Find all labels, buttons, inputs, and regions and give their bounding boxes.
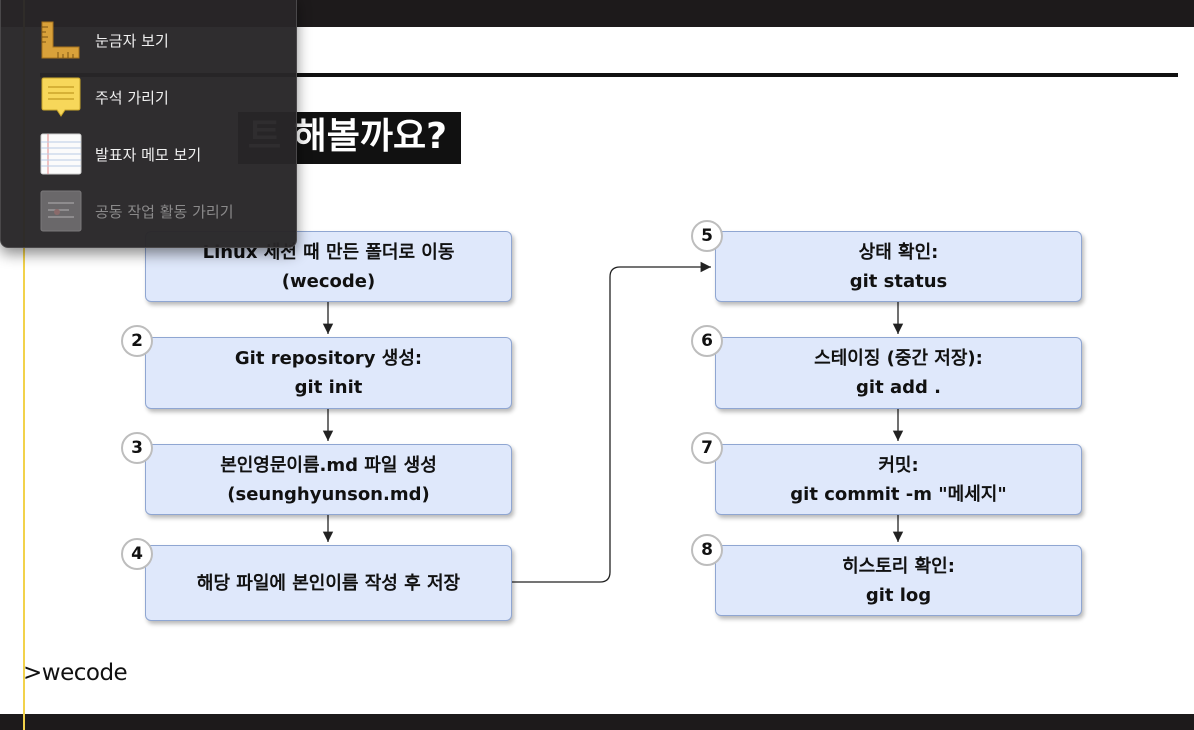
step-box-3: 본인영문이름.md 파일 생성 (seunghyunson.md): [145, 444, 512, 515]
menu-item-show-presenter-notes[interactable]: 발표자 메모 보기: [1, 128, 296, 180]
menu-item-label: 눈금자 보기: [95, 31, 169, 50]
ruler-icon: [41, 21, 80, 59]
step-box-1: Linux 세션 때 만든 폴더로 이동 (wecode): [145, 231, 512, 302]
step-badge-6: 6: [691, 325, 723, 357]
step-box-4: 해당 파일에 본인이름 작성 후 저장: [145, 545, 512, 621]
step-badge-2: 2: [121, 325, 153, 357]
step-5-line2: git status: [849, 270, 948, 292]
view-menu: 눈금자 보기 주석 가리기 발표자 메모 보기: [0, 0, 297, 248]
menu-item-label: 공동 작업 활동 가리기: [95, 202, 234, 221]
window-bottom-bar: [0, 714, 1194, 730]
slide-header-rule: [40, 73, 1178, 77]
slide-edge-marker: [23, 0, 25, 730]
step-4-line1: 해당 파일에 본인이름 작성 후 저장: [196, 572, 461, 594]
step-box-7: 커밋: git commit -m "메세지": [715, 444, 1082, 515]
notepad-icon: [40, 133, 82, 175]
step-badge-5: 5: [691, 220, 723, 252]
step-7-line2: git commit -m "메세지": [790, 483, 1007, 505]
collaboration-activity-icon: [40, 190, 82, 232]
step-6-line2: git add .: [856, 377, 941, 398]
step-8-line1: 히스토리 확인:: [842, 555, 955, 577]
menu-item-hide-collaboration-activity[interactable]: 공동 작업 활동 가리기: [1, 185, 296, 237]
step-badge-3: 3: [121, 432, 153, 464]
step-5-line1: 상태 확인:: [858, 241, 939, 263]
sticky-note-icon: [41, 77, 81, 117]
step-7-line1: 커밋:: [878, 454, 919, 476]
menu-item-label: 주석 가리기: [95, 88, 169, 107]
step-3-line1: 본인영문이름.md 파일 생성: [220, 454, 437, 476]
step-box-2: Git repository 생성: git init: [145, 337, 512, 409]
step-3-line2: (seunghyunson.md): [227, 483, 430, 505]
step-box-6: 스테이징 (중간 저장): git add .: [715, 337, 1082, 409]
step-6-line1: 스테이징 (중간 저장):: [814, 348, 983, 369]
step-box-8: 히스토리 확인: git log: [715, 545, 1082, 616]
step-badge-4: 4: [121, 538, 153, 570]
step-2-line2: git init: [294, 377, 363, 398]
step-badge-7: 7: [691, 432, 723, 464]
step-box-5: 상태 확인: git status: [715, 231, 1082, 302]
step-badge-8: 8: [691, 534, 723, 566]
step-1-line2: (wecode): [281, 270, 376, 292]
step-8-line2: git log: [865, 584, 932, 606]
step-2-line1: Git repository 생성:: [234, 348, 423, 369]
menu-item-hide-comments[interactable]: 주석 가리기: [1, 71, 296, 123]
menu-item-label: 발표자 메모 보기: [95, 145, 202, 164]
menu-item-show-ruler[interactable]: 눈금자 보기: [1, 14, 296, 66]
wecode-logo-text: >wecode: [23, 660, 128, 686]
